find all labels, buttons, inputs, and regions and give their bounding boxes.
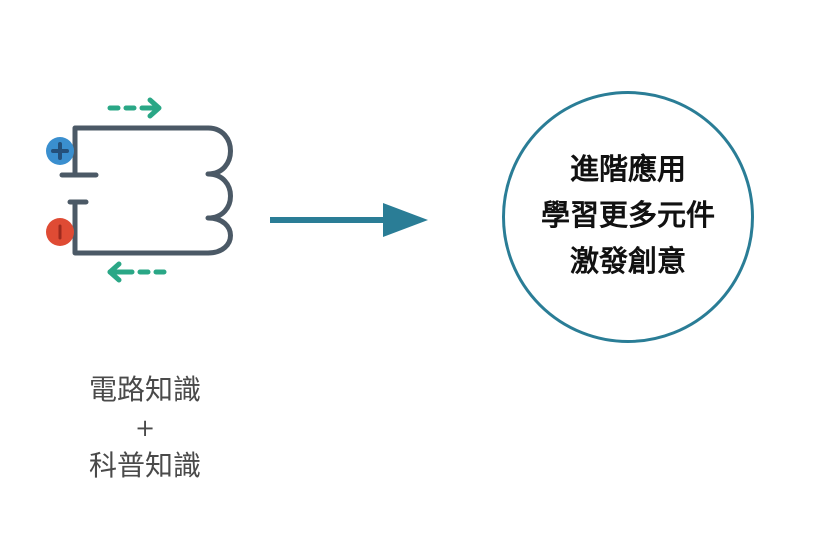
current-arrow-right-icon [107,97,162,119]
circle-line-learn-more: 學習更多元件 [540,198,715,232]
right-arrow-icon [270,203,428,237]
positive-terminal-icon [46,137,74,165]
left-caption: 電路知識 + 科普知識 [40,370,250,486]
advanced-application-circle: 進階應用 學習更多元件 激發創意 [502,91,754,343]
circle-text: 進階應用 學習更多元件 激發創意 [505,146,751,284]
circle-line-advanced: 進階應用 [569,152,686,186]
circuit-wire [59,125,233,256]
negative-terminal-icon [46,218,74,246]
caption-circuit-knowledge: 電路知識 [88,373,201,406]
caption-science-knowledge: 科普知識 [88,449,201,482]
coil-circuit-icon [46,97,233,283]
circle-line-inspire: 激發創意 [569,244,686,278]
current-arrow-left-icon [107,261,167,283]
caption-plus: + [134,414,156,442]
